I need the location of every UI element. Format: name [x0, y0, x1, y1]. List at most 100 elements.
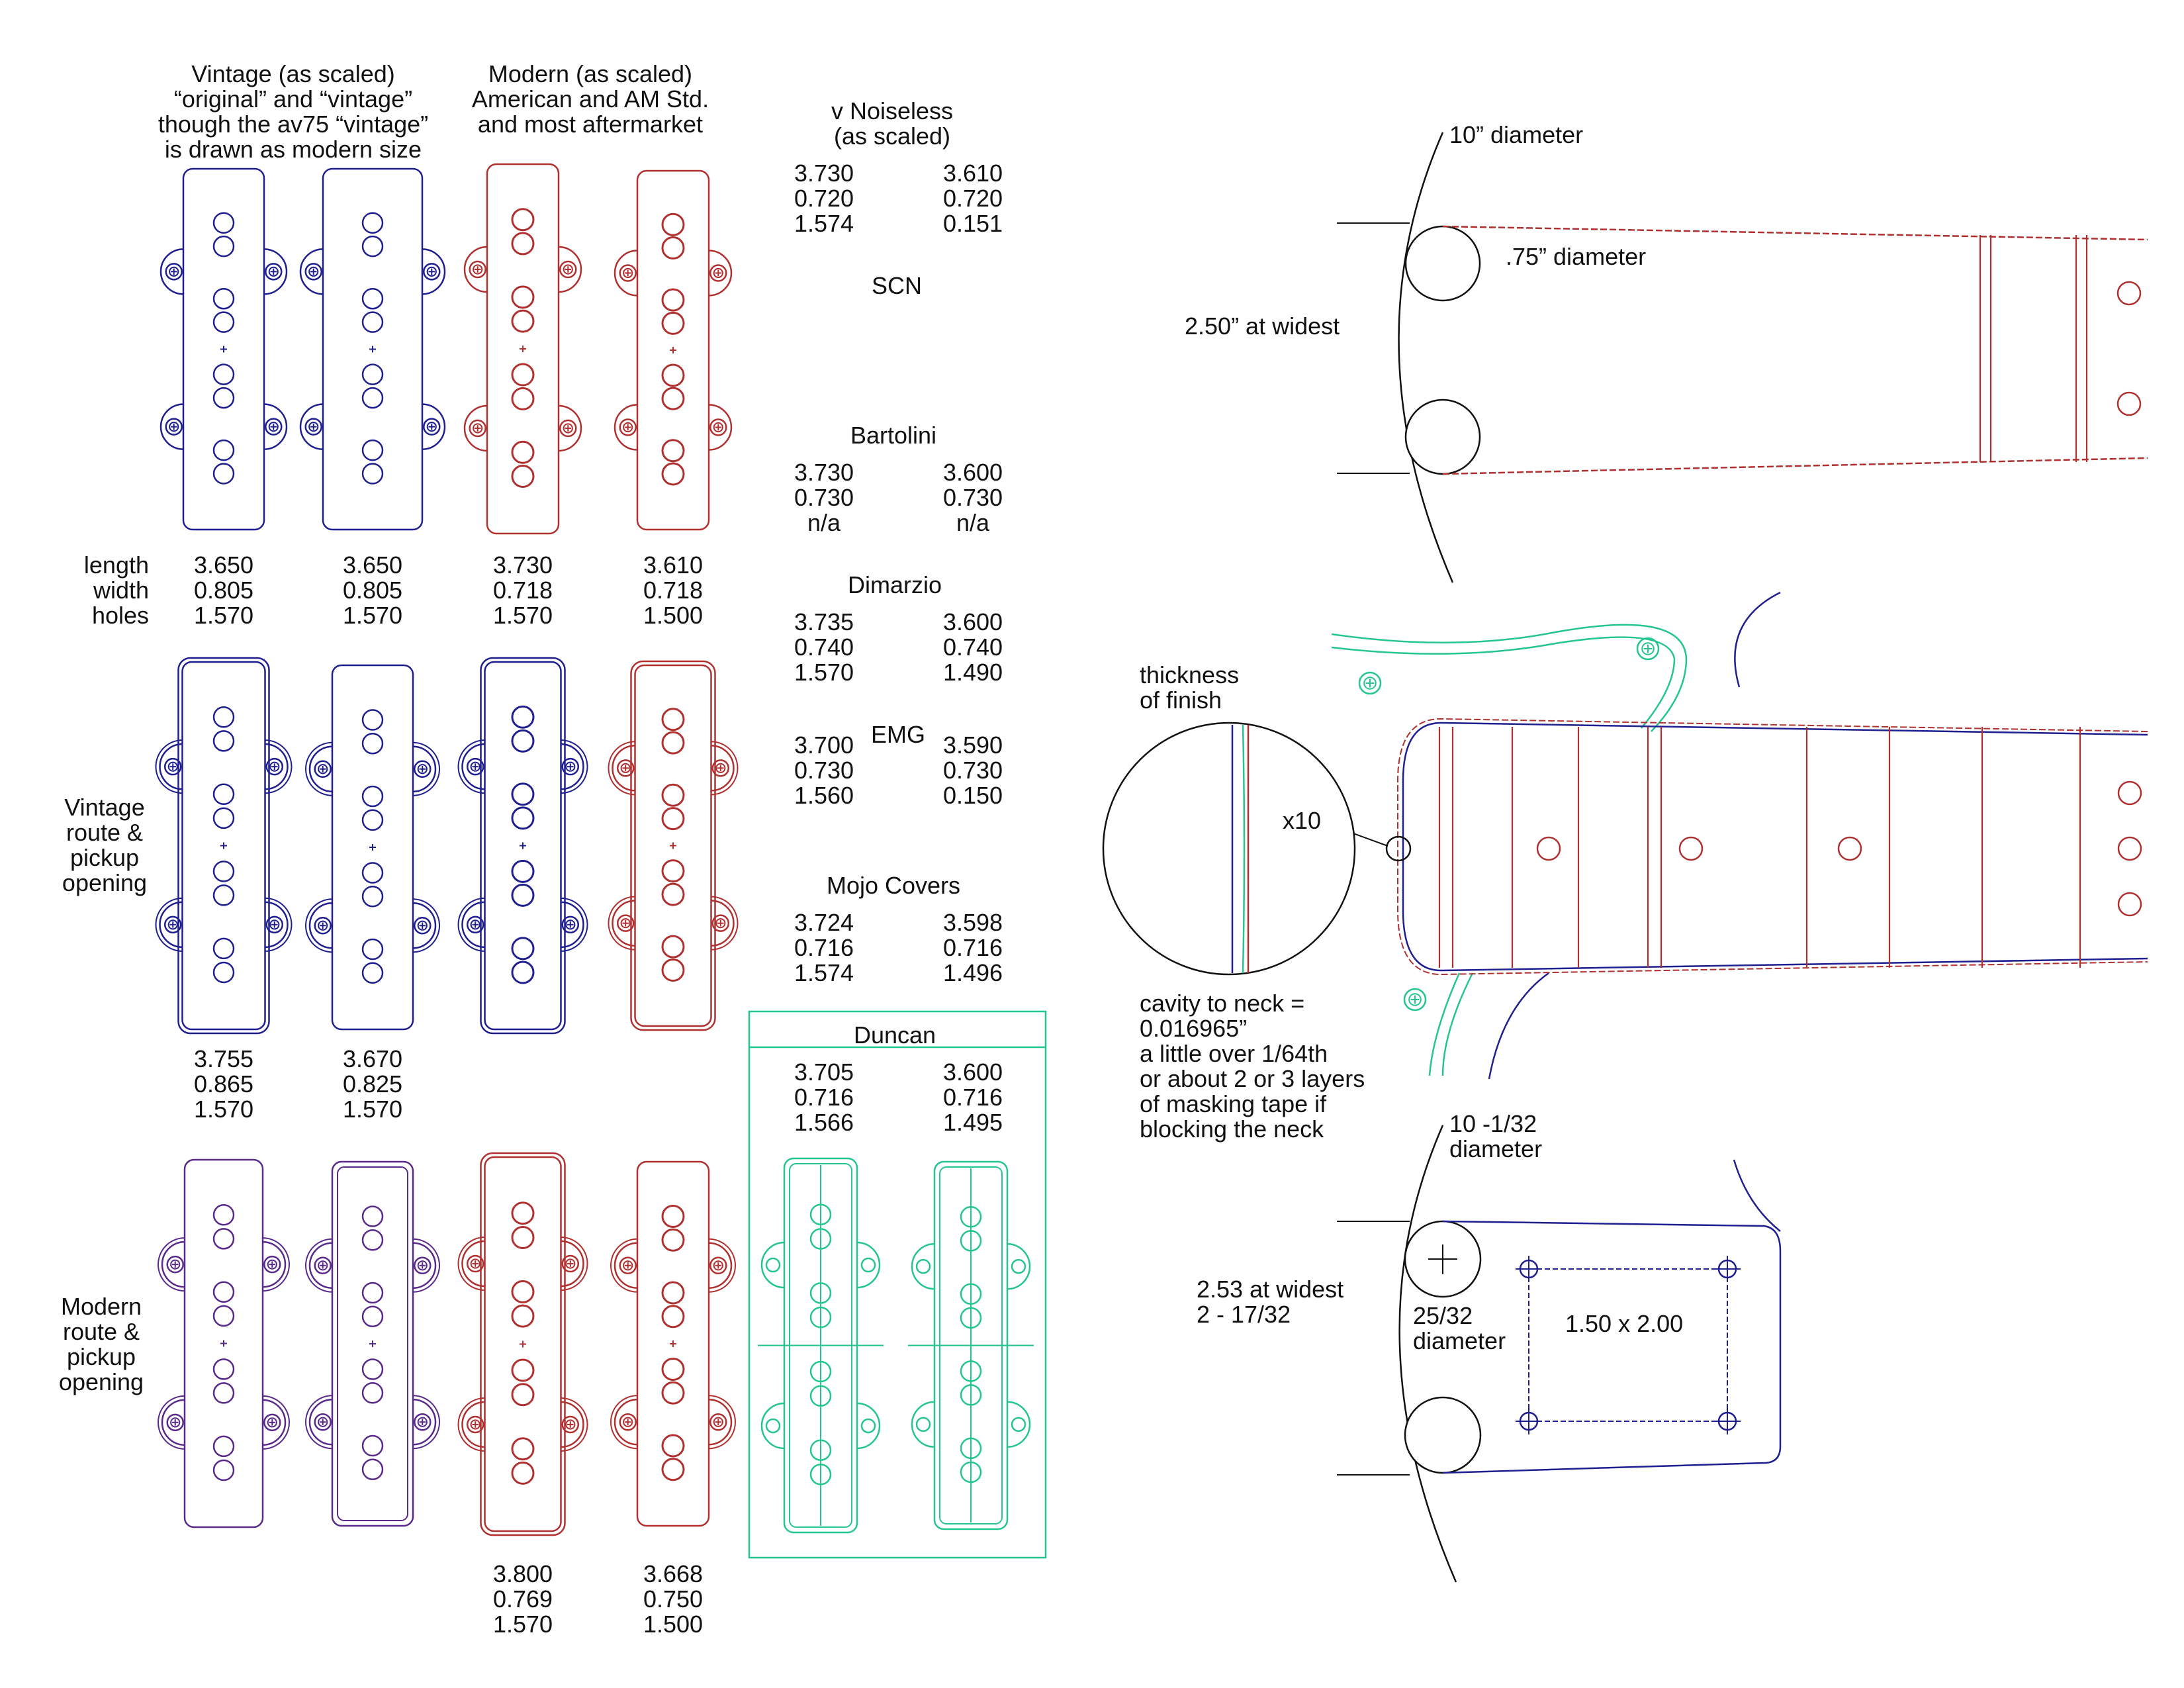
- bartolini-left-3: n/a: [807, 509, 841, 536]
- fret-marker: [1678, 836, 1704, 861]
- body-outline: [1331, 624, 1688, 732]
- fret-marker: [1837, 836, 1862, 861]
- header-noiseless-line-2: (as scaled): [834, 122, 950, 150]
- pickup-r2c3: [457, 657, 588, 1035]
- pole-piece: [212, 287, 235, 310]
- pole-piece: [511, 465, 535, 489]
- screw-icon: [265, 418, 283, 436]
- header-modern-line-1: Modern (as scaled): [488, 60, 692, 87]
- pole-piece: [361, 439, 384, 461]
- screw-icon-inner: [565, 761, 576, 772]
- screw-icon-inner: [268, 266, 279, 277]
- header-modern-line-3: and most aftermarket: [478, 111, 703, 138]
- screw-icon-inner: [318, 764, 328, 774]
- fret-marker: [2117, 892, 2142, 917]
- screw-icon: [561, 1415, 580, 1434]
- screw-icon: [616, 759, 635, 777]
- bartolini-left-1: 3.730: [794, 459, 854, 486]
- spec-r1c3-length: 3.730: [493, 551, 553, 579]
- pickup-drawings: [155, 163, 1047, 1559]
- screw-hole: [1011, 1417, 1026, 1432]
- screw-icon: [265, 915, 284, 934]
- pole-piece: [511, 232, 535, 256]
- cutaway-outline: [1734, 591, 1781, 688]
- screw-icon: [304, 418, 322, 436]
- cavity-note-1: cavity to neck =: [1140, 990, 1304, 1017]
- screw-icon: [414, 760, 432, 778]
- brand-dimarzio-title: Dimarzio: [848, 571, 942, 598]
- screw-icon: [265, 263, 283, 281]
- screw-hole: [915, 1417, 931, 1432]
- duncan-left-3: 1.566: [794, 1109, 854, 1136]
- screw-icon-inner: [565, 1258, 576, 1269]
- spec-r1c1-holes: 1.570: [194, 602, 253, 629]
- screw-icon: [559, 260, 577, 279]
- spec-r2c1-holes: 1.570: [194, 1096, 253, 1123]
- dimarzio-right-1: 3.600: [943, 608, 1003, 635]
- duncan-left-2: 0.716: [794, 1084, 854, 1111]
- pole-piece: [212, 212, 235, 234]
- pole-piece: [361, 709, 384, 731]
- pole-piece: [212, 387, 235, 409]
- pole-piece: [212, 311, 235, 333]
- spec-r1c3-holes: 1.570: [493, 602, 553, 629]
- cavity-note-2: 0.016965”: [1140, 1015, 1247, 1042]
- dimarzio-left-2: 0.740: [794, 633, 854, 661]
- spec-r2c2-holes: 1.570: [343, 1096, 402, 1123]
- screw-icon: [469, 260, 486, 279]
- screw-icon: [304, 263, 322, 281]
- pole-piece: [661, 288, 685, 312]
- noiseless-left-3: 1.574: [794, 210, 854, 237]
- pole-piece: [661, 387, 685, 410]
- pickup-route-outline: [177, 657, 270, 1035]
- screw-icon-inner: [267, 1417, 277, 1428]
- pole-piece: [511, 1437, 535, 1461]
- pole-piece: [661, 859, 685, 883]
- pole-piece: [511, 705, 535, 729]
- screw-icon-inner: [269, 761, 280, 772]
- header-vintage-line-1: Vintage (as scaled): [191, 60, 395, 87]
- neck-hole: [1404, 399, 1481, 475]
- pole-piece: [511, 961, 535, 984]
- pole-piece: [361, 962, 384, 984]
- pickup-r3c1: [158, 1158, 290, 1528]
- screw-hole: [860, 1257, 876, 1273]
- pole-piece: [661, 1358, 685, 1381]
- screw-icon-inner: [470, 761, 480, 772]
- screw-icon: [561, 915, 580, 934]
- screw-icon-inner: [426, 266, 437, 277]
- pickup-route-outline: [480, 657, 566, 1035]
- pickup-route-outline: [480, 1152, 566, 1536]
- screw-icon: [163, 757, 182, 776]
- mojo-left-3: 1.574: [794, 959, 854, 986]
- pole-piece: [361, 1205, 384, 1227]
- screw-icon: [166, 1413, 184, 1432]
- cutaway-outline: [1488, 972, 1549, 1080]
- brand-mojo-title: Mojo Covers: [827, 872, 960, 899]
- dims-label-length: length: [84, 551, 149, 579]
- pole-piece: [361, 1382, 384, 1404]
- vintage-route-label-4: opening: [62, 869, 147, 896]
- screw-icon: [263, 1255, 281, 1274]
- pole-piece: [361, 311, 384, 333]
- pole-piece: [212, 1459, 235, 1481]
- spec-r1c4-holes: 1.500: [643, 602, 703, 629]
- pole-piece: [511, 1383, 535, 1407]
- pickup-r2c4: [608, 660, 739, 1031]
- bartolini-right-1: 3.600: [943, 459, 1003, 486]
- pole-piece: [511, 1358, 535, 1382]
- screw-icon-inner: [620, 918, 631, 929]
- bartolini-left-2: 0.730: [794, 484, 854, 511]
- pole-piece: [661, 935, 685, 959]
- emg-right-3: 0.150: [943, 782, 1003, 809]
- screw-icon-inner: [417, 920, 428, 931]
- screw-icon-inner: [470, 1258, 480, 1269]
- screw-icon-inner: [417, 764, 428, 774]
- pole-piece: [511, 285, 535, 309]
- screw-icon: [561, 757, 580, 776]
- screw-icon: [709, 1256, 727, 1274]
- pickup-r1c1: [159, 167, 288, 531]
- cavity-note-6: blocking the neck: [1140, 1115, 1324, 1143]
- strap-screw-icon-inner: [1641, 642, 1655, 655]
- pole-piece: [212, 961, 235, 984]
